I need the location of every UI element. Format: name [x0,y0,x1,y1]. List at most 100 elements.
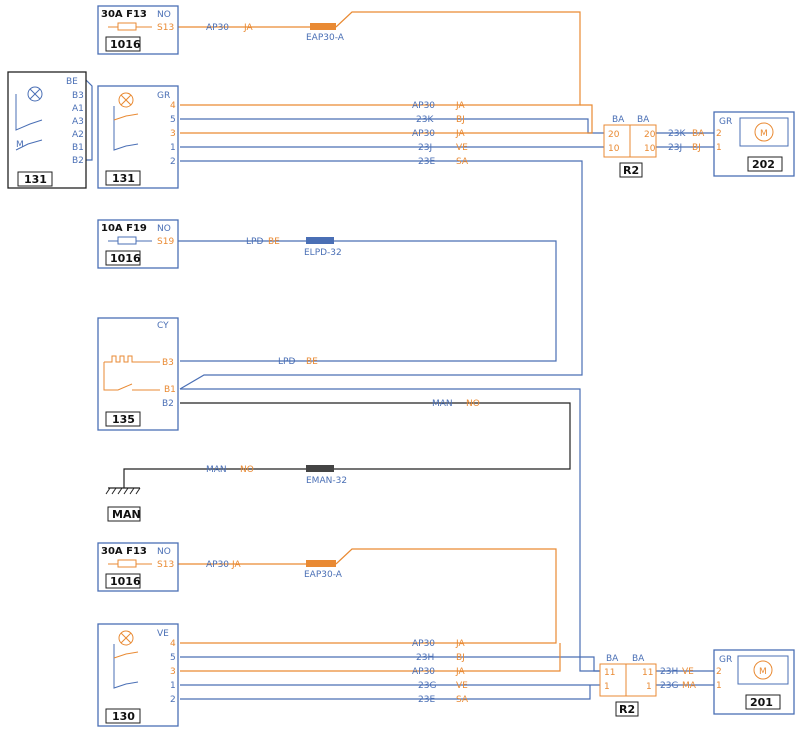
unit-box-label: 135 [112,413,135,426]
r2-box-label: R2 [623,164,639,177]
motor-pin: 1 [716,681,722,691]
pin-1: 1 [170,681,176,691]
wire-color: JA [231,560,241,570]
r2-right-label: BA [632,654,645,664]
splice-eap30-bot [306,560,336,567]
pin-5: 5 [170,653,176,663]
fuse-rating: 10A F19 [101,223,147,234]
motor-connector: GR [719,655,732,665]
wire-color: VE [682,667,694,677]
wire-code: AP30 [412,667,435,677]
motor-box-label: 201 [750,696,773,709]
fuse-pin: S13 [157,560,174,570]
fuse-connector: NO [157,547,171,557]
fuse-box-bottom: 30A F13 NO S13 1016 [97,542,179,592]
pin-5: 5 [170,115,176,125]
wire-s13-bot-b [180,548,557,644]
wire-color: BJ [692,143,701,153]
ground-box-label: MAN [112,508,141,521]
wire-b1 [180,388,608,672]
wire-s13-top-b [180,11,581,106]
wire-color: BJ [456,653,465,663]
fuse-rating: 30A F13 [101,546,147,557]
wires [85,11,714,700]
wire-5 [180,118,608,134]
wire-color: NO [466,399,480,409]
wire-color: JA [455,101,465,111]
wire-s19-b [180,240,557,362]
wire-code: LPD [246,237,263,247]
wire-code: 23K [416,115,434,125]
connector-gr: GR [157,91,170,101]
wire-code: AP30 [412,101,435,111]
fuse-connector: NO [157,224,171,234]
fuse-box-label: 1016 [110,575,141,588]
pin-b3: B3 [72,91,84,101]
splice-label-man: EMAN-32 [306,476,347,486]
splice-label-top: EAP30-A [306,33,345,43]
wire-code: 23J [668,143,682,153]
wire-color: JA [455,129,465,139]
wire-code: 23J [418,143,432,153]
splice-label-bot: EAP30-A [304,570,343,580]
pin-a1: A1 [72,104,84,114]
motor-pin: 2 [716,667,722,677]
pin-b2: B2 [72,156,84,166]
wire-code: 23E [418,695,435,705]
wire-code: AP30 [206,560,229,570]
motor-202: GR 2 1 M 202 [713,111,795,177]
wire-code: AP30 [412,639,435,649]
fuse-connector: NO [157,10,171,20]
wire-color: JA [455,639,465,649]
pin-a2: A2 [72,130,84,140]
r2-pin: 20 [644,130,656,140]
pin-3: 3 [170,667,176,677]
wire-color: BA [692,129,705,139]
motor-pin: 2 [716,129,722,139]
r2-pin: 11 [604,668,615,678]
wire-color: JA [243,23,253,33]
switch-box-label: 131 [112,172,135,185]
switch-130: VE 4 5 3 1 2 130 [97,623,179,727]
ground-symbol: MAN [105,487,141,522]
wire-color: SA [456,157,469,167]
r2-pin: 1 [604,682,610,692]
wire-color: SA [456,695,469,705]
wire-130-2 [180,685,591,700]
pin-3: 3 [170,129,176,139]
switch-box-label: 130 [112,710,135,723]
motor-201: GR 2 1 M 201 [713,649,795,715]
motor-pin: 1 [716,143,722,153]
wire-2 [179,160,583,390]
r2-pin: 20 [608,130,620,140]
wire-color: NO [240,465,254,475]
switch-131-right: GR 4 5 3 1 2 131 [97,85,179,189]
r2-pin: 11 [642,668,653,678]
wire-code: 23K [668,129,686,139]
wire-code: 23E [418,157,435,167]
wire-code: AP30 [412,129,435,139]
pin-b2: B2 [162,399,174,409]
connector-be: BE [66,77,78,87]
fuse-box-label: 1016 [110,252,141,265]
wire-color: BJ [456,115,465,125]
wire-color: VE [456,681,468,691]
motor-icon-label: M [760,129,768,139]
wire-130-5 [180,656,608,672]
wire-b2 [180,402,571,470]
splice-eman [306,465,334,472]
wire-code: 23H [416,653,434,663]
wire-131-left [85,79,93,161]
wire-color: MA [682,681,697,691]
splice-eap30-top [310,23,336,30]
pin-b3: B3 [162,358,174,368]
connector-r2-bottom: BA BA 11 1 11 1 R2 [599,654,657,717]
fuse-pin: S13 [157,23,174,33]
motor-box-label: 202 [752,158,775,171]
r2-box-label: R2 [619,703,635,716]
r2-left-label: BA [606,654,619,664]
wire-code: 23H [660,667,678,677]
unit-connector: CY [157,321,169,331]
pin-1: 1 [170,143,176,153]
wire-130-3 [180,643,561,672]
